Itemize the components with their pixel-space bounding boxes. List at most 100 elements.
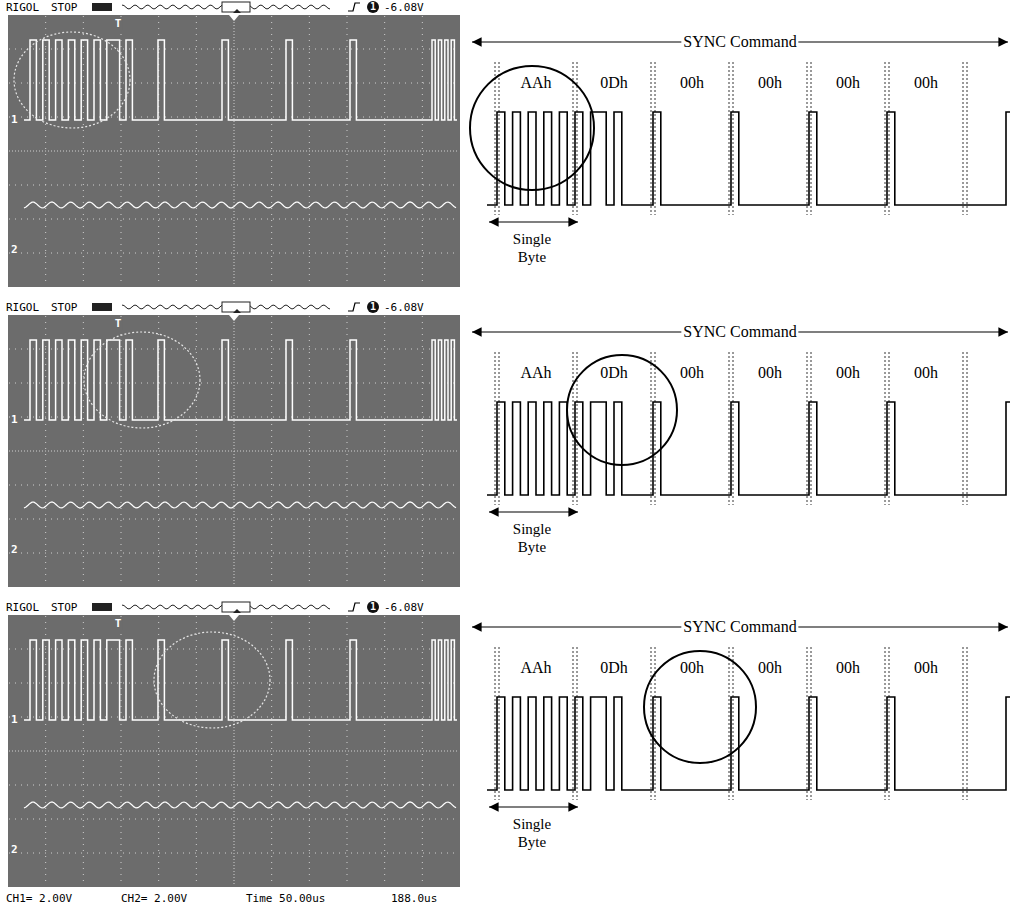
grid-line [347, 316, 348, 586]
memory-trigger-mark [233, 9, 241, 13]
byte-boundary [967, 647, 968, 800]
byte-value: 00h [756, 658, 784, 678]
byte-value: 00h [912, 73, 940, 93]
channel-number: 1 [367, 1, 379, 13]
scope-screen [8, 615, 460, 887]
trigger-marker: T [114, 317, 123, 330]
serial-waveform [487, 402, 1010, 495]
byte-boundary [885, 62, 886, 215]
timing-diagram [472, 332, 1010, 512]
channel1-trace [24, 640, 457, 720]
trigger-position-mark [229, 615, 239, 621]
memory-window [222, 302, 250, 312]
byte-boundary [963, 352, 964, 505]
memory-window [222, 602, 250, 612]
byte-value: 00h [912, 658, 940, 678]
serial-waveform [487, 697, 1010, 790]
grid-line [83, 16, 84, 286]
grid-line [9, 683, 459, 684]
channel-marker: 1 [10, 713, 19, 726]
scope-screen [8, 315, 460, 587]
command-title: SYNC Command [681, 322, 798, 342]
byte-boundary [889, 352, 890, 505]
byte-boundary [967, 62, 968, 215]
byte-boundary [963, 62, 964, 215]
byte-boundary [885, 647, 886, 800]
channel1-trace [24, 40, 457, 120]
trigger-offset: 188.0us [390, 892, 438, 905]
byte-value: AAh [518, 658, 553, 678]
byte-boundary [573, 352, 574, 505]
highlight-circle [567, 355, 677, 465]
trigger-marker: T [114, 617, 123, 630]
grid-line [9, 751, 459, 752]
byte-boundary [889, 647, 890, 800]
scope-capture [8, 302, 460, 587]
byte-boundary [889, 62, 890, 215]
byte-boundary [655, 647, 656, 800]
byte-boundary [655, 352, 656, 505]
grid-line [9, 417, 459, 418]
byte-boundary [495, 647, 496, 800]
grid-line [9, 785, 459, 786]
grid-line [9, 717, 459, 718]
byte-value: 00h [756, 73, 784, 93]
memory-icon [92, 303, 112, 311]
memory-trigger-mark [233, 309, 241, 313]
byte-value: 0Dh [598, 658, 630, 678]
memory-icon [92, 3, 112, 11]
timing-diagram [472, 627, 1010, 807]
byte-value: 00h [834, 73, 862, 93]
highlight-circle [644, 651, 756, 763]
channel1-trace [24, 340, 457, 420]
channel-scale: CH1= 2.00V [5, 892, 73, 905]
grid-line [422, 316, 423, 586]
grid-line [9, 117, 459, 118]
command-title: SYNC Command [681, 617, 798, 637]
byte-boundary [651, 62, 652, 215]
channel-marker: 2 [10, 243, 19, 256]
grid-line [9, 519, 459, 520]
channel-scale: CH2= 2.00V [120, 892, 188, 905]
byte-boundary [573, 647, 574, 800]
byte-value: 00h [912, 363, 940, 383]
edge-trigger-symbol [348, 303, 360, 311]
byte-width-arrow [489, 221, 578, 222]
channel-marker: 1 [10, 413, 19, 426]
scope-capture [8, 602, 460, 887]
byte-boundary [729, 647, 730, 800]
grid-line [271, 616, 272, 886]
grid-line [83, 316, 84, 586]
memory-window [222, 2, 250, 12]
run-status: STOP [50, 1, 79, 14]
grid-line [9, 253, 459, 254]
byte-boundary [807, 62, 808, 215]
command-title: SYNC Command [681, 32, 798, 52]
highlight-circle [470, 66, 594, 190]
grid-line [9, 853, 459, 854]
byte-boundary [811, 647, 812, 800]
channel2-trace [24, 802, 456, 808]
byte-value: AAh [518, 73, 553, 93]
byte-value: 0Dh [598, 363, 630, 383]
edge-trigger-symbol [348, 3, 360, 11]
channel-marker: 2 [10, 543, 19, 556]
serial-waveform [487, 112, 1010, 205]
memory-trigger-mark [233, 609, 241, 613]
channel2-trace [24, 502, 456, 508]
byte-boundary [729, 62, 730, 215]
timebase: Time 50.00us [245, 892, 326, 905]
grid-line [9, 349, 459, 350]
grid-line [422, 16, 423, 286]
byte-boundary [729, 352, 730, 505]
grid-line [9, 49, 459, 50]
grid-line [347, 16, 348, 286]
scope-brand: RIGOL [5, 601, 40, 614]
byte-boundary [967, 352, 968, 505]
run-status: STOP [50, 301, 79, 314]
byte-boundary [651, 647, 652, 800]
run-status: STOP [50, 601, 79, 614]
